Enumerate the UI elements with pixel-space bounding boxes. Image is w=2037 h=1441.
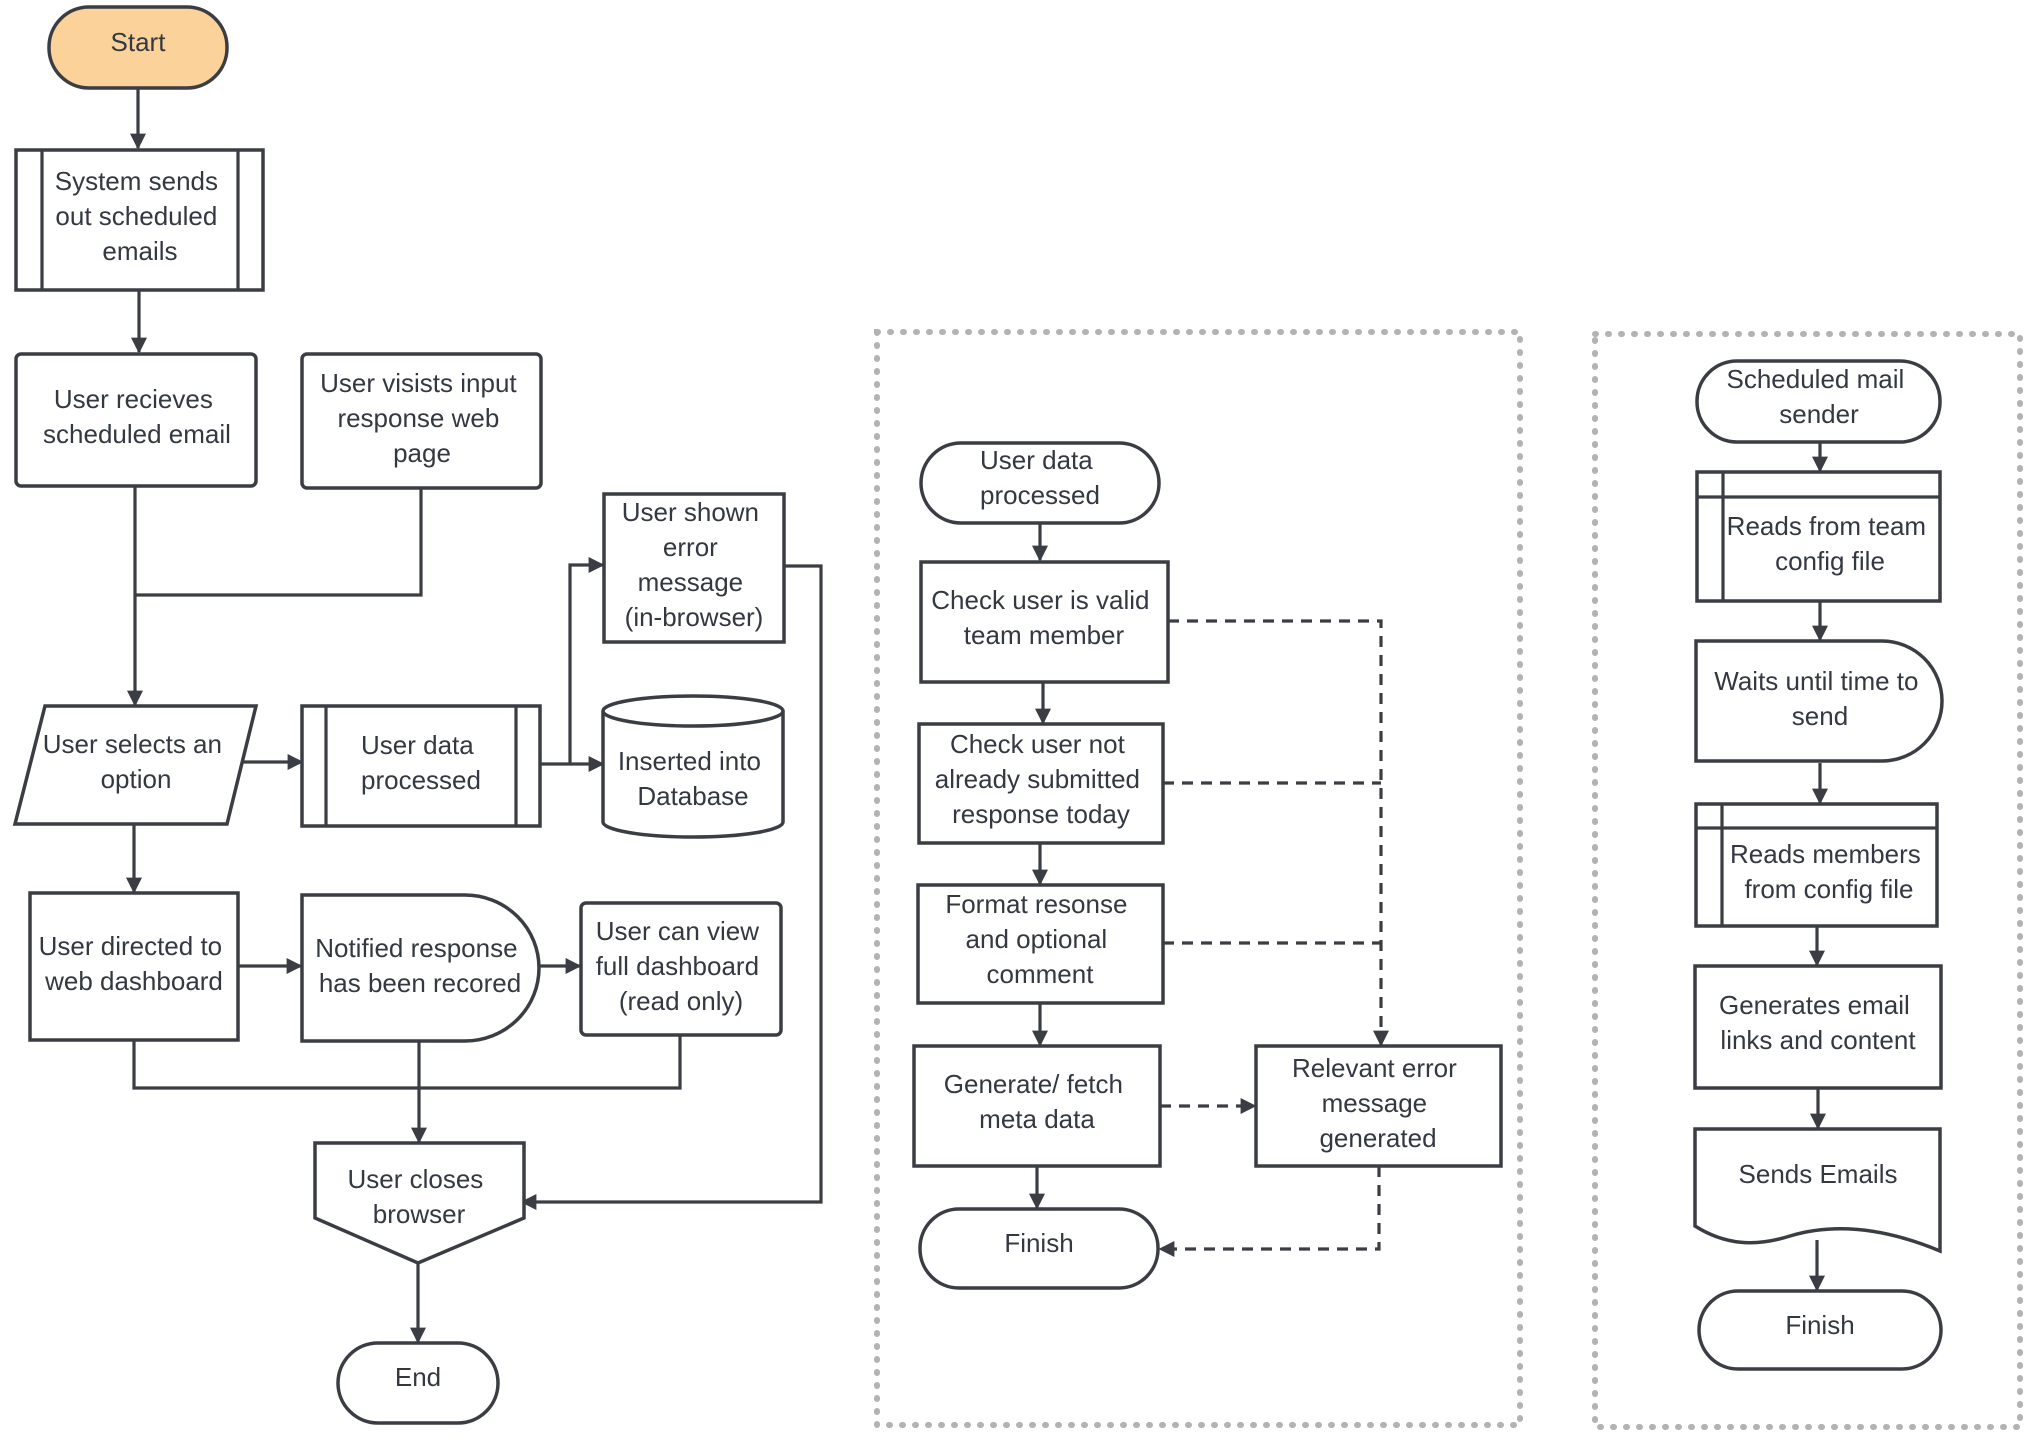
reads-team-node: Reads from team config file [1695, 470, 1942, 603]
error-generated-node: Relevant error message generated [1254, 1044, 1503, 1168]
mail-finish-node: Finish [1697, 1289, 1943, 1371]
view-dashboard-node: User can view full dashboard (read only) [579, 901, 783, 1037]
format-label: Format resonse and optional comment [945, 889, 1134, 989]
check-submitted-node: Check user not already submitted respons… [917, 722, 1165, 845]
database-node: Inserted into Database [601, 694, 785, 839]
processing-finish-node: Finish [918, 1207, 1160, 1290]
start-node: Start [47, 5, 229, 90]
sends-emails-node: Sends Emails [1693, 1127, 1942, 1254]
check-valid-node: Check user is valid team member [919, 560, 1170, 684]
system-sends-node: System sends out scheduled emails [14, 148, 265, 292]
sends-emails-label: Sends Emails [1739, 1159, 1898, 1189]
mail-flow-connectors [1809, 442, 1828, 1292]
error-shown-node: User shown error message (in-browser) [602, 492, 786, 644]
processing-group-frame [874, 329, 1523, 1428]
system-sends-label: System sends out scheduled emails [55, 166, 226, 266]
generates-label: Generates email links and content [1719, 990, 1917, 1055]
data-processed-label: User data processed [361, 730, 481, 795]
user-visits-label: User visists input response web page [320, 368, 524, 468]
waits-label: Waits until time to send [1714, 666, 1925, 731]
closes-browser-node: User closes browser [313, 1141, 526, 1265]
user-receives-node: User recieves scheduled email [14, 352, 258, 488]
mail-start-node: Scheduled mail sender [1695, 359, 1942, 444]
end-label: End [395, 1362, 441, 1392]
user-receives-label: User recieves scheduled email [43, 384, 231, 449]
processing-start-node: User data processed [919, 441, 1161, 525]
directed-dashboard-label: User directed to web dashboard [39, 931, 230, 996]
error-shown-label: User shown error message (in-browser) [622, 497, 767, 632]
data-processed-node: User data processed [300, 704, 542, 828]
error-generated-label: Relevant error message generated [1292, 1053, 1464, 1153]
directed-dashboard-node: User directed to web dashboard [28, 891, 240, 1042]
notified-node: Notified response has been recored [300, 893, 541, 1043]
database-label: Inserted into Database [618, 746, 768, 811]
mail-start-label: Scheduled mail sender [1726, 364, 1911, 429]
reads-team-label: Reads from team config file [1727, 511, 1934, 576]
main-flow-connectors [126, 88, 823, 1344]
view-dashboard-label: User can view full dashboard (read only) [596, 916, 767, 1016]
reads-members-node: Reads members from config file [1694, 802, 1939, 928]
generate-label: Generate/ fetch meta data [944, 1069, 1130, 1134]
notified-label: Notified response has been recored [315, 933, 525, 998]
reads-members-label: Reads members from config file [1730, 839, 1928, 904]
waits-node: Waits until time to send [1694, 639, 1944, 763]
end-node: End [336, 1341, 500, 1425]
processing-flow-connectors [1029, 523, 1389, 1257]
format-node: Format resonse and optional comment [916, 883, 1165, 1005]
check-valid-label: Check user is valid team member [931, 585, 1156, 650]
user-visits-node: User visists input response web page [300, 352, 543, 490]
processing-start-label: User data processed [980, 445, 1100, 510]
processing-finish-label: Finish [1004, 1228, 1073, 1258]
user-selects-label: User selects an option [43, 729, 229, 794]
start-label: Start [111, 27, 167, 57]
mail-finish-label: Finish [1785, 1310, 1854, 1340]
generate-node: Generate/ fetch meta data [912, 1044, 1162, 1168]
closes-browser-label: User closes browser [347, 1164, 490, 1229]
generates-node: Generates email links and content [1693, 964, 1943, 1090]
user-selects-node: User selects an option [12, 704, 259, 826]
mail-sender-group-frame [1592, 331, 2023, 1430]
check-submitted-label: Check user not already submitted respons… [935, 729, 1147, 829]
